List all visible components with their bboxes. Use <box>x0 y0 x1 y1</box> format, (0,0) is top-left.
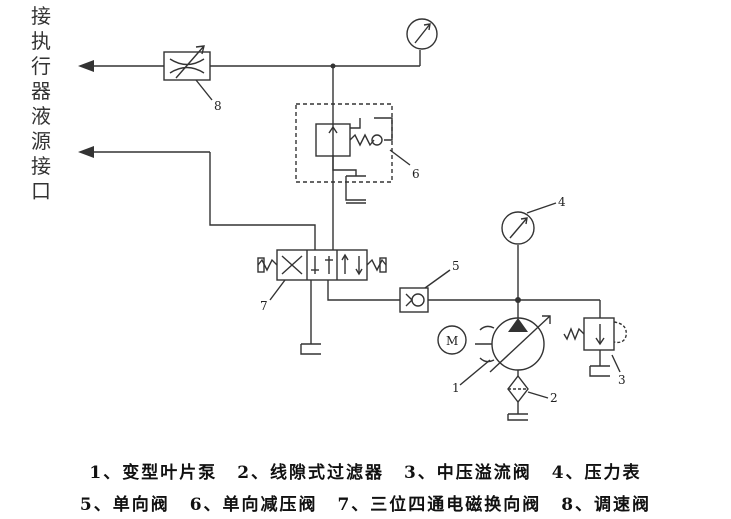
variable-vane-pump: 1 <box>452 315 551 395</box>
legend-item: 1、变型叶片泵 <box>89 463 218 483</box>
legend-item: 3、中压溢流阀 <box>403 463 532 483</box>
check-valve: 5 <box>399 259 600 313</box>
relief-valve: 3 <box>563 300 627 387</box>
callout-8: 8 <box>214 99 222 113</box>
callout-1: 1 <box>452 381 460 395</box>
legend-item: 8、调速阀 <box>561 495 652 515</box>
main-supply-line <box>330 50 421 250</box>
callout-3: 3 <box>618 373 626 387</box>
callout-5: 5 <box>452 259 460 273</box>
port-label-char: 接 <box>31 4 51 28</box>
callout-7: 7 <box>260 299 268 313</box>
motor-label: M <box>446 334 458 348</box>
electric-motor: M <box>437 325 467 355</box>
legend-item: 5、单向阀 <box>79 495 170 515</box>
check-pressure-reducing-valve: 6 <box>295 103 420 204</box>
legend-row-2: 5、单向阀 6、单向减压阀 7、三位四通电磁换向阀 8、调速阀 <box>0 490 731 515</box>
legend-item: 7、三位四通电磁换向阀 <box>337 495 542 515</box>
lower-output-line <box>78 146 316 250</box>
pressure-gauge-top <box>406 18 438 50</box>
upper-output-line <box>78 60 420 72</box>
port-label-char: 器 <box>31 79 51 103</box>
legend-item: 2、线隙式过滤器 <box>237 463 385 483</box>
callout-6: 6 <box>412 167 420 181</box>
hydraulic-circuit-diagram: 8 6 <box>78 18 627 421</box>
actuator-port-label: 接 执 行 器 液 源 接 口 <box>26 4 56 204</box>
line-gap-filter: 2 <box>507 374 558 421</box>
pressure-gauge-pump: 4 <box>501 195 566 318</box>
port-label-char: 液 <box>31 104 51 128</box>
speed-control-valve: 8 <box>163 45 222 113</box>
port-label-char: 源 <box>31 129 51 153</box>
solenoid-directional-valve: 7 <box>257 249 400 355</box>
legend-item: 6、单向减压阀 <box>189 495 318 515</box>
port-label-char: 执 <box>31 29 51 53</box>
port-label-char: 行 <box>31 54 51 78</box>
legend-row-1: 1、变型叶片泵 2、线隙式过滤器 3、中压溢流阀 4、压力表 <box>0 458 731 483</box>
legend-item: 4、压力表 <box>551 463 642 483</box>
port-label-char: 接 <box>31 154 51 178</box>
callout-4: 4 <box>558 195 566 209</box>
port-label-char: 口 <box>31 179 51 203</box>
callout-2: 2 <box>550 391 558 405</box>
